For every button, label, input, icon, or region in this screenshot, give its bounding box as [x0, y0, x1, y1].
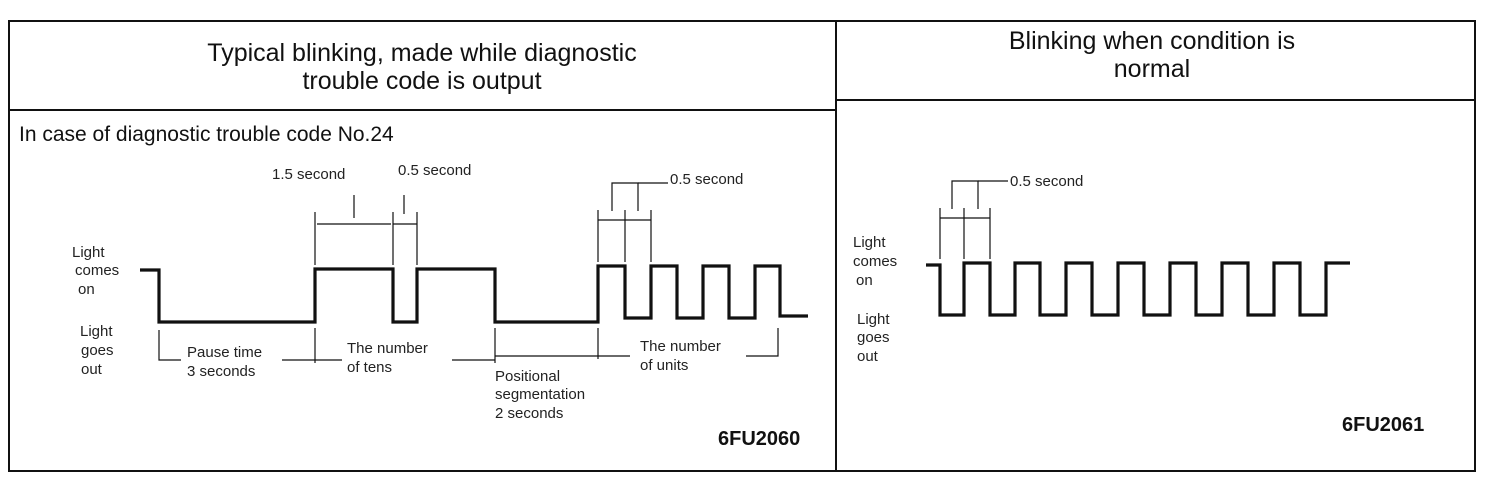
- label-positional-segmentation: Positional segmentation 2 seconds: [495, 368, 589, 422]
- right-light-comes-on: Light comes on: [853, 234, 901, 289]
- right-header-line2: normal: [1114, 55, 1190, 83]
- right-label-0-5-second: 0.5 second: [1010, 173, 1083, 190]
- label-pause-time: Pause time 3 seconds: [187, 344, 266, 380]
- left-header-line1: Typical blinking, made while diagnostic: [207, 39, 636, 67]
- label-0-5-second-a: 0.5 second: [398, 162, 471, 179]
- right-dim-bracket: [951, 180, 979, 209]
- left-figure-code: 6FU2060: [718, 428, 800, 450]
- right-panel: Blinking when condition is normal 0.5 se…: [853, 27, 1424, 436]
- label-1-5-second: 1.5 second: [272, 166, 345, 183]
- dim-units-bracket: [611, 182, 639, 211]
- right-light-goes-out: Light goes out: [857, 311, 894, 365]
- label-0-5-second-b: 0.5 second: [670, 171, 743, 188]
- left-header-line2: trouble code is output: [302, 67, 541, 95]
- left-light-goes-out: Light goes out: [80, 323, 118, 378]
- right-header-line1: Blinking when condition is: [1009, 27, 1295, 55]
- left-blink-waveform: [140, 264, 808, 324]
- label-number-of-units: The number of units: [640, 338, 725, 374]
- left-subtitle: In case of diagnostic trouble code No.24: [19, 123, 394, 146]
- units-bracket-right: [746, 328, 779, 357]
- left-light-comes-on: Light comes on: [72, 244, 123, 298]
- right-blink-waveform: [926, 261, 1350, 317]
- pause-time-bracket: [158, 330, 181, 361]
- left-panel: Typical blinking, made while diagnostic …: [19, 39, 808, 450]
- right-figure-code: 6FU2061: [1342, 414, 1424, 436]
- label-number-of-tens: The number of tens: [347, 340, 432, 376]
- outer-frame: [8, 20, 1476, 472]
